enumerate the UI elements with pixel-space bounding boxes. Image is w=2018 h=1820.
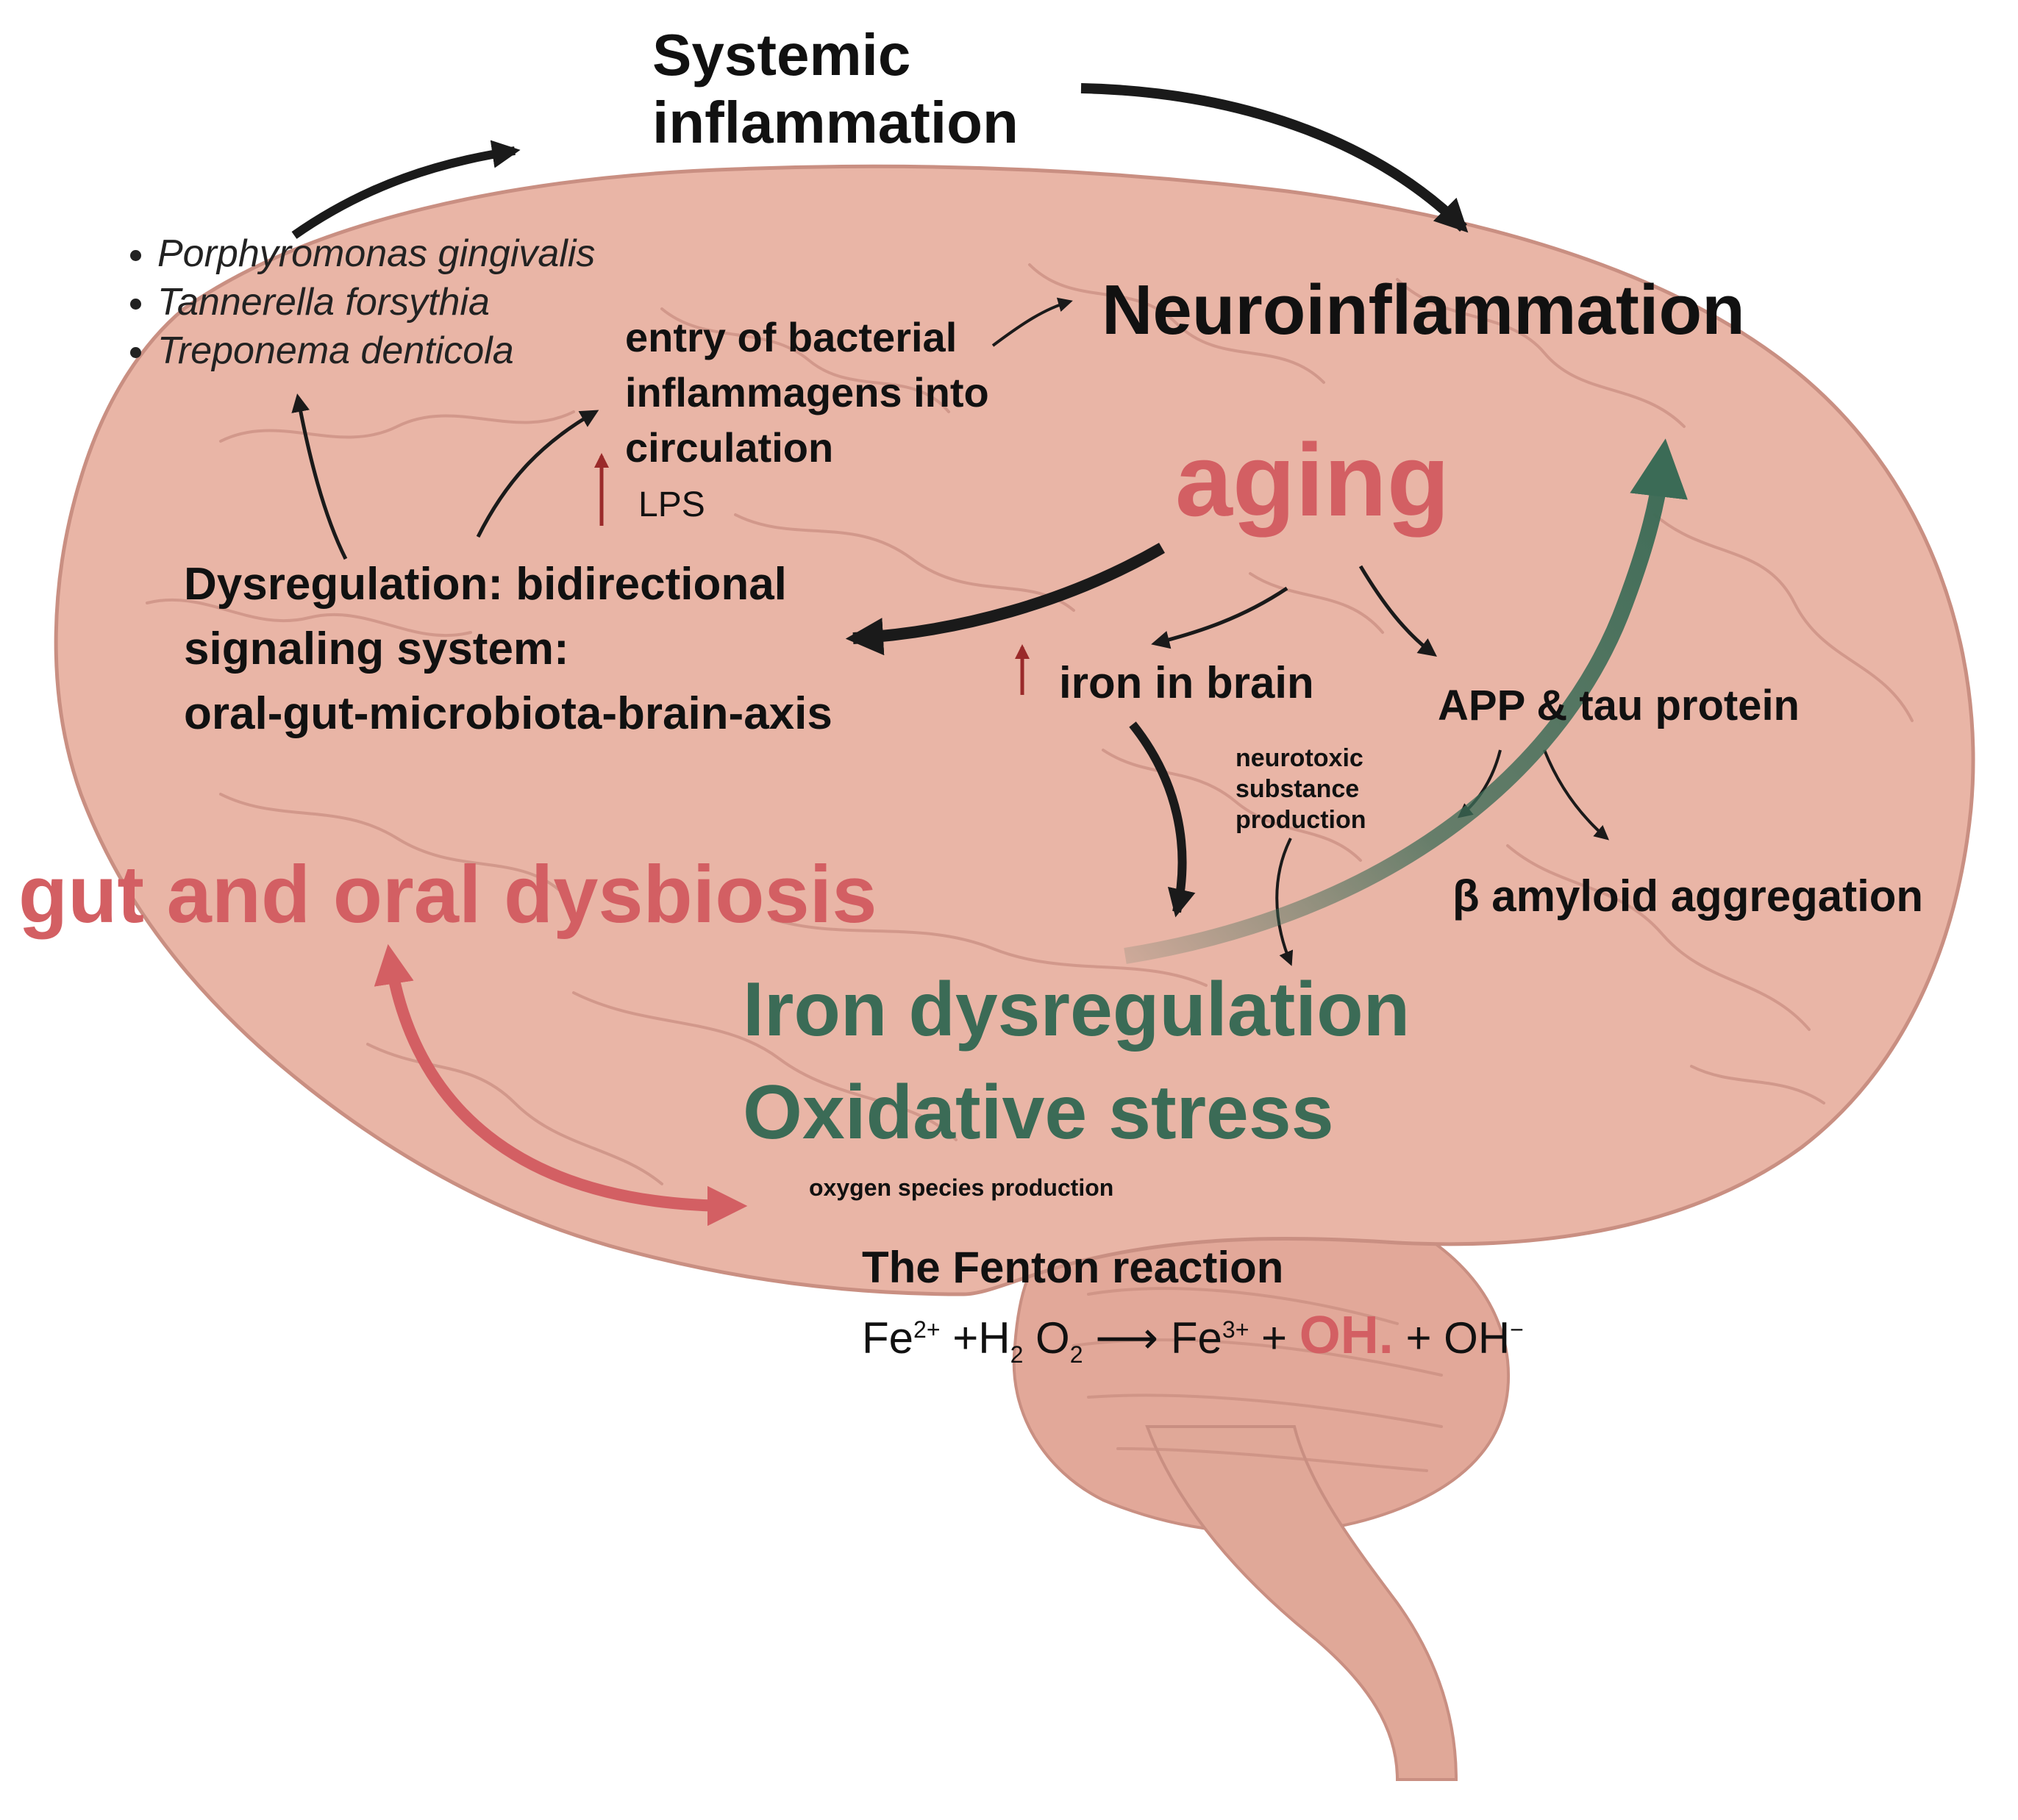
fenton-oh-charge: − <box>1510 1316 1524 1343</box>
brainstem <box>1145 1425 1458 1781</box>
bacteria-item: Treponema denticola <box>157 326 595 375</box>
label-neurotoxic-3: production <box>1236 806 1366 834</box>
arrows <box>291 83 1688 1227</box>
arrow-systemic-to-neuroinflammation <box>1080 83 1469 233</box>
fenton-o: O <box>1035 1313 1070 1363</box>
fenton-fe3: Fe <box>1170 1313 1222 1363</box>
fenton-fe2-charge: 2+ <box>913 1316 941 1343</box>
label-gut-oral-dysbiosis: gut and oral dysbiosis <box>18 849 877 940</box>
arrow-bacteria-to-systemic <box>291 140 521 239</box>
label-oxygen-species: oxygen species production <box>809 1174 1114 1201</box>
label-entry-1: entry of bacterial <box>625 314 958 360</box>
arrow-dysregulation-to-bacteria <box>291 393 348 560</box>
arrow-dysregulation-to-entry <box>476 410 599 538</box>
label-iron-dysregulation: Iron dysregulation <box>743 967 1411 1052</box>
arrow-app-to-beta-amyloid-right <box>1543 749 1610 841</box>
label-entry-2: inflammagens into <box>625 369 989 415</box>
label-fenton-title: The Fenton reaction <box>862 1243 1284 1292</box>
label-beta-amyloid: β amyloid aggregation <box>1452 871 1924 921</box>
arrow-iron-dysregulation-to-neuroinflammation <box>1124 438 1688 964</box>
label-dysregulation-2: signaling system: <box>184 624 569 674</box>
arrow-aging-to-dysregulation <box>845 543 1165 656</box>
bacteria-list: Porphyromonas gingivalis Tannerella fors… <box>110 229 595 375</box>
fenton-fe3-charge: 3+ <box>1222 1316 1249 1343</box>
fenton-fe: Fe <box>862 1313 914 1363</box>
label-dysregulation-3: oral-gut-microbiota-brain-axis <box>184 688 832 739</box>
fenton-h-sub: 2 <box>1010 1341 1024 1368</box>
arrow-neurotoxic-to-iron-dysregulation <box>1275 838 1294 966</box>
label-iron-in-brain: iron in brain <box>1059 658 1314 707</box>
arrow-aging-to-iron <box>1151 586 1288 649</box>
fenton-plus: + <box>1261 1313 1288 1363</box>
label-app-tau: APP & tau protein <box>1438 682 1800 729</box>
label-neurotoxic-2: substance <box>1236 775 1360 803</box>
fenton-o-sub: 2 <box>1069 1341 1083 1368</box>
arrow-iron-to-iron-dysregulation <box>1129 721 1196 918</box>
label-neuroinflammation: Neuroinflammation <box>1102 271 1745 349</box>
fenton-arrow: ⟶ <box>1095 1313 1159 1363</box>
label-systemic-inflammation-1: Systemic <box>652 22 911 88</box>
fenton-plus-h: +H <box>952 1313 1010 1363</box>
fenton-equation: Fe2+ +H2 O2 ⟶ Fe3+ + OH. + OH− <box>862 1305 1524 1368</box>
arrow-entry-to-neuroinflammation <box>991 297 1073 347</box>
label-aging: aging <box>1175 422 1450 538</box>
label-dysregulation-1: Dysregulation: bidirectional <box>184 559 787 610</box>
label-lps: LPS <box>638 485 705 524</box>
fenton-plus-oh: + OH <box>1405 1313 1511 1363</box>
bacteria-item: Tannerella forsythia <box>157 278 595 326</box>
label-entry-3: circulation <box>625 424 834 471</box>
label-neurotoxic-1: neurotoxic <box>1236 744 1363 772</box>
arrow-dysbiosis-to-oxygen-species <box>374 943 748 1227</box>
arrow-aging-to-app <box>1358 565 1437 657</box>
label-oxidative-stress: Oxidative stress <box>743 1070 1334 1155</box>
bacteria-item: Porphyromonas gingivalis <box>157 229 595 278</box>
fenton-hydroxyl-radical: OH. <box>1299 1306 1394 1365</box>
label-systemic-inflammation-2: inflammation <box>652 90 1019 155</box>
